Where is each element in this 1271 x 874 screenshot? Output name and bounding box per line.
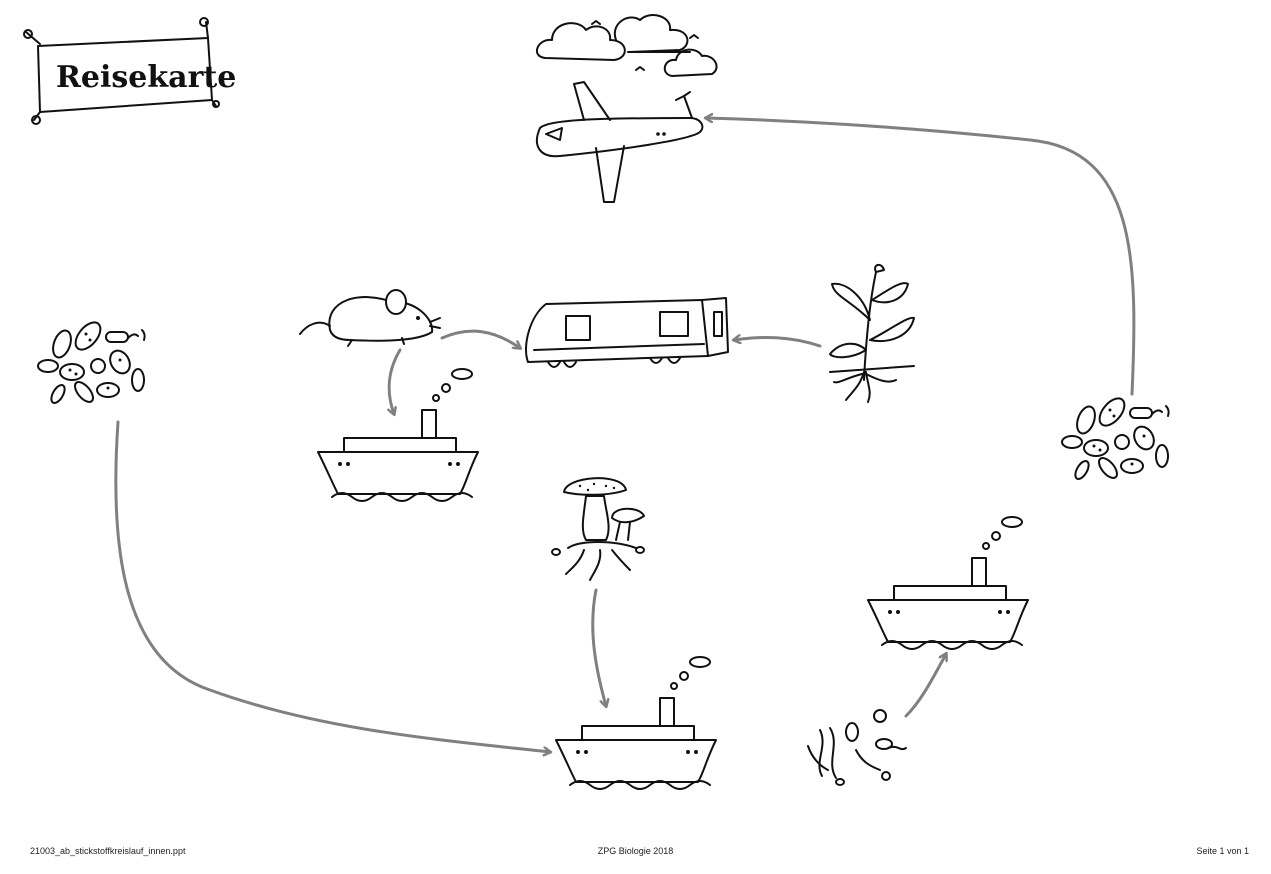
arrow-bacteria-to-airplane [706, 118, 1136, 396]
title-sign: Reisekarte [23, 17, 236, 125]
ship-icon [555, 656, 717, 790]
arrow-mushroom-to-ship [591, 588, 606, 706]
bacteria-icon [37, 316, 146, 407]
train-icon [525, 297, 729, 368]
footer-filename: 21003_ab_stickstoffkreislauf_innen.ppt [30, 846, 186, 856]
arrow-mouse-to-ship [389, 348, 402, 414]
footer-page-number: Seite 1 von 1 [1196, 846, 1249, 856]
arrow-bacteria-to-ship [114, 420, 550, 752]
airplane-icon [535, 81, 704, 203]
mouse-icon [299, 289, 441, 347]
arrow-plant-to-train [734, 338, 822, 348]
clouds-icon [535, 14, 718, 77]
footer-credit: ZPG Biologie 2018 [597, 846, 674, 856]
soil-organisms-icon [807, 709, 907, 786]
ship-icon [867, 516, 1029, 650]
page-title: Reisekarte [56, 60, 236, 95]
bacteria-icon [1061, 392, 1170, 483]
arrow-mouse-to-train [440, 329, 520, 348]
ship-icon [317, 368, 479, 502]
arrow-soil-to-ship [904, 654, 946, 718]
plant-icon [829, 264, 915, 403]
mushroom-icon [551, 477, 645, 581]
